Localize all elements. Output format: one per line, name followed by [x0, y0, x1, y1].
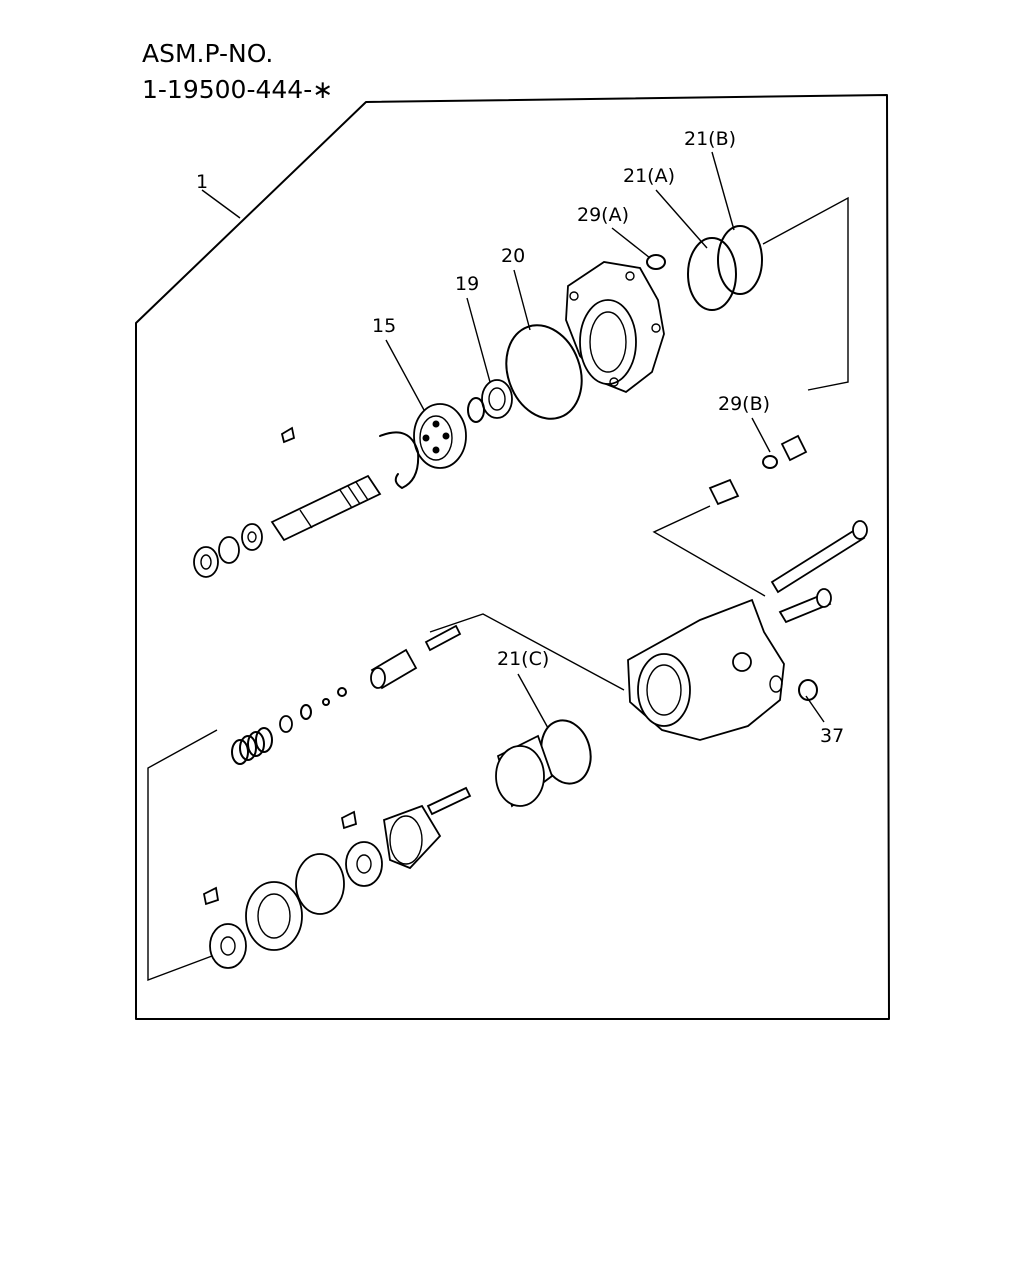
- callout-19-label: 19: [455, 273, 479, 295]
- cam-ring-lower: [295, 853, 345, 915]
- o-ring-29a: [646, 254, 666, 270]
- cam-ring: [495, 734, 554, 808]
- drive-shaft: [270, 474, 382, 542]
- oil-seal-19: [467, 379, 513, 423]
- vane-piece-upper: [340, 810, 358, 830]
- rotor-group-bracket: [147, 729, 218, 982]
- callout-21a-label: 21(A): [623, 165, 675, 187]
- assembly-frame: [135, 94, 890, 1020]
- callout-21b-label: 21(B): [684, 128, 736, 150]
- callout-37-label: 37: [820, 725, 844, 747]
- housing-group-leader-lower: [429, 613, 625, 691]
- callout-20-label: 20: [501, 245, 525, 267]
- shaft-key: [280, 426, 296, 444]
- callout-20-leader: [513, 269, 531, 331]
- shaft-nut-washers: [193, 523, 263, 578]
- fitting: [708, 478, 740, 506]
- bearing-15: [413, 403, 467, 469]
- callout-19-leader: [466, 297, 491, 383]
- through-bolt: [770, 520, 868, 594]
- valve-small-parts: [279, 687, 347, 733]
- plug-29b: [762, 434, 808, 469]
- valve-spring: [231, 727, 273, 765]
- rotor: [345, 841, 383, 887]
- callout-21c-label: 21(C): [497, 648, 549, 670]
- callout-21b-leader: [711, 151, 735, 231]
- rear-cover: [565, 261, 665, 394]
- seal-group-bracket: [762, 196, 849, 391]
- callout-15-leader: [385, 339, 425, 411]
- housing-group-leader-upper: [652, 505, 766, 597]
- callout-29b-label: 29(B): [718, 393, 770, 415]
- vane-piece-lower: [202, 886, 220, 906]
- pressure-plate: [383, 804, 442, 870]
- o-ring-37: [798, 679, 818, 701]
- side-plate: [245, 881, 303, 951]
- o-ring-21b: [717, 225, 763, 295]
- o-ring-21a: [687, 237, 737, 311]
- rotor-lower: [209, 923, 247, 969]
- flow-control-valve: [370, 648, 418, 690]
- valve-pin: [424, 624, 462, 652]
- o-ring-20: [505, 324, 583, 420]
- callout-1-leader: [201, 189, 241, 219]
- assembly-part-label: ASM.P-NO.: [142, 39, 273, 68]
- snap-ring: [379, 431, 420, 489]
- callout-15-label: 15: [372, 315, 396, 337]
- short-bolt: [778, 588, 832, 624]
- callout-21c-leader: [517, 673, 549, 729]
- assembly-part-number: 1-19500-444-∗: [142, 75, 333, 104]
- pump-body: [627, 598, 785, 741]
- callout-21a-leader: [655, 189, 708, 249]
- dowel-pin: [426, 786, 472, 816]
- callout-1-label: 1: [196, 171, 208, 193]
- callout-29a-label: 29(A): [577, 204, 629, 226]
- callout-29a-leader: [611, 227, 651, 259]
- callout-29b-leader: [751, 417, 771, 453]
